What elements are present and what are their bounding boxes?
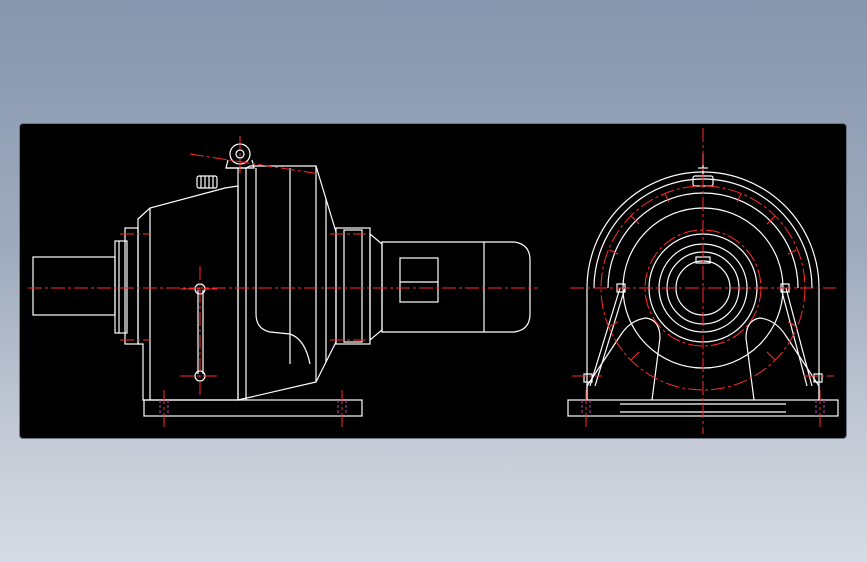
front-elevation-view [32, 143, 531, 417]
front-housing [137, 185, 239, 401]
main-housing [226, 165, 317, 401]
end-base-holes [581, 400, 825, 416]
front-base-holes [159, 400, 347, 416]
front-centerlines [28, 136, 538, 428]
oil-plug [196, 175, 218, 189]
end-leg-right [745, 317, 820, 401]
motor-flange [335, 227, 371, 345]
output-flange-outer [114, 240, 128, 334]
output-shaft [32, 256, 116, 316]
front-base-plate [143, 399, 363, 417]
drawing-canvas[interactable] [20, 124, 846, 438]
end-leg-left [586, 317, 661, 401]
bolt-pitch-circle [600, 185, 806, 391]
pitch-circle-ticks [609, 193, 797, 361]
cad-drawing [28, 128, 839, 434]
terminal-box [399, 257, 439, 303]
end-centerlines [570, 128, 836, 434]
motor-body [381, 241, 531, 333]
